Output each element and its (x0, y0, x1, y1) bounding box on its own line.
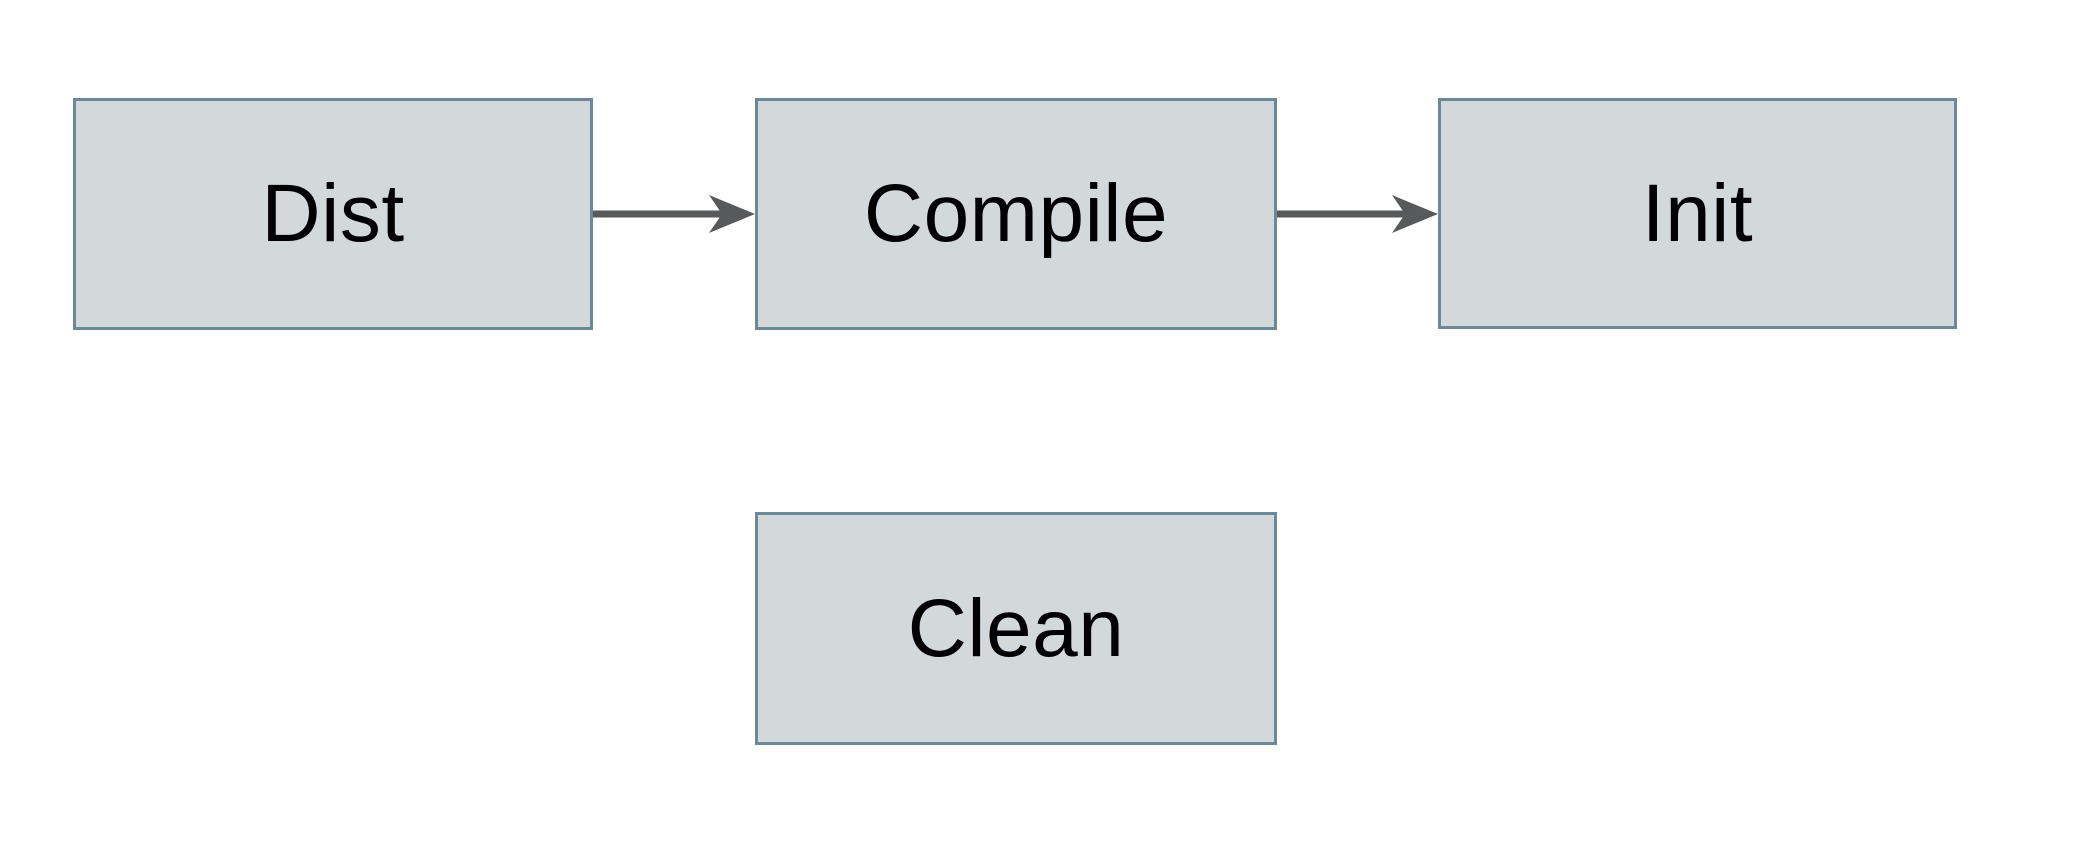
node-clean-label: Clean (907, 582, 1125, 674)
node-compile[interactable]: Compile (755, 98, 1277, 330)
node-init[interactable]: Init (1438, 98, 1957, 329)
node-clean[interactable]: Clean (755, 512, 1277, 745)
node-init-label: Init (1641, 167, 1754, 259)
arrow-dist-to-compile-icon (593, 195, 755, 233)
arrow-compile-to-init-icon (1277, 195, 1438, 233)
arrow-head-icon (709, 195, 755, 233)
node-compile-label: Compile (863, 168, 1169, 259)
node-dist[interactable]: Dist (73, 98, 593, 330)
arrow-head-icon (1392, 195, 1438, 233)
node-dist-label: Dist (261, 168, 405, 259)
